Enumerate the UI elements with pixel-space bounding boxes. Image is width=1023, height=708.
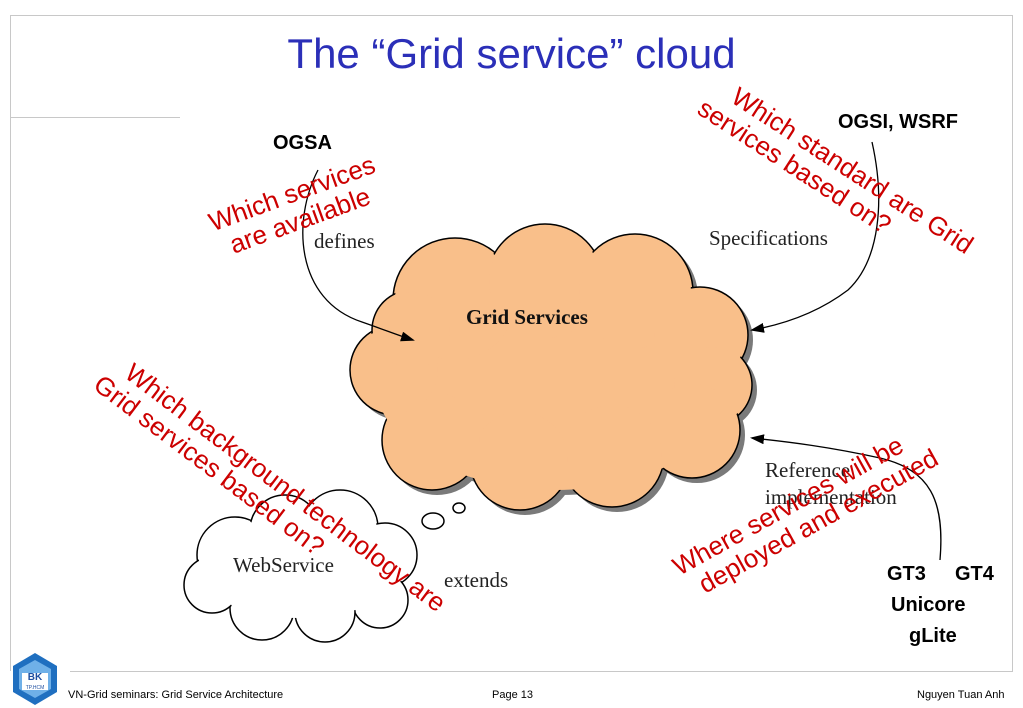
- webservice-label: WebService: [233, 553, 334, 577]
- glite-label: gLite: [909, 625, 957, 647]
- ogsa-label: OGSA: [273, 132, 332, 154]
- defines-label: defines: [314, 229, 375, 253]
- defines-arrow: [302, 169, 415, 342]
- footer-author: Nguyen Tuan Anh: [917, 689, 1005, 701]
- grid-services-cloud: [349, 223, 757, 515]
- gt4-label: GT4: [955, 563, 994, 585]
- specifications-arrow: [750, 141, 880, 333]
- frame-bottom-line: [70, 671, 1013, 672]
- reference-label: Reference: [765, 458, 851, 482]
- extends-label: extends: [444, 568, 509, 592]
- footer-page-number: Page 13: [492, 689, 533, 701]
- bk-logo: [13, 653, 57, 705]
- thought-bubbles: [421, 502, 466, 530]
- frame-right-line: [1012, 15, 1013, 671]
- frame-left-line: [10, 15, 11, 671]
- gt3-label: GT3: [887, 563, 926, 585]
- frame-title-rule: [10, 117, 180, 118]
- frame-top-line: [10, 15, 1013, 16]
- specifications-label: Specifications: [709, 226, 828, 250]
- grid-services-label: Grid Services: [466, 305, 588, 329]
- slide-title: The “Grid service” cloud: [287, 30, 736, 77]
- implementation-label: implementation: [765, 485, 897, 509]
- unicore-label: Unicore: [891, 594, 966, 616]
- footer-left-text: VN-Grid seminars: Grid Service Architect…: [68, 689, 284, 701]
- logo-text: BK TP.HCM: [25, 672, 45, 692]
- ogsi-wsrf-label: OGSI, WSRF: [838, 111, 958, 133]
- reference-implementation-arrow: [750, 434, 942, 561]
